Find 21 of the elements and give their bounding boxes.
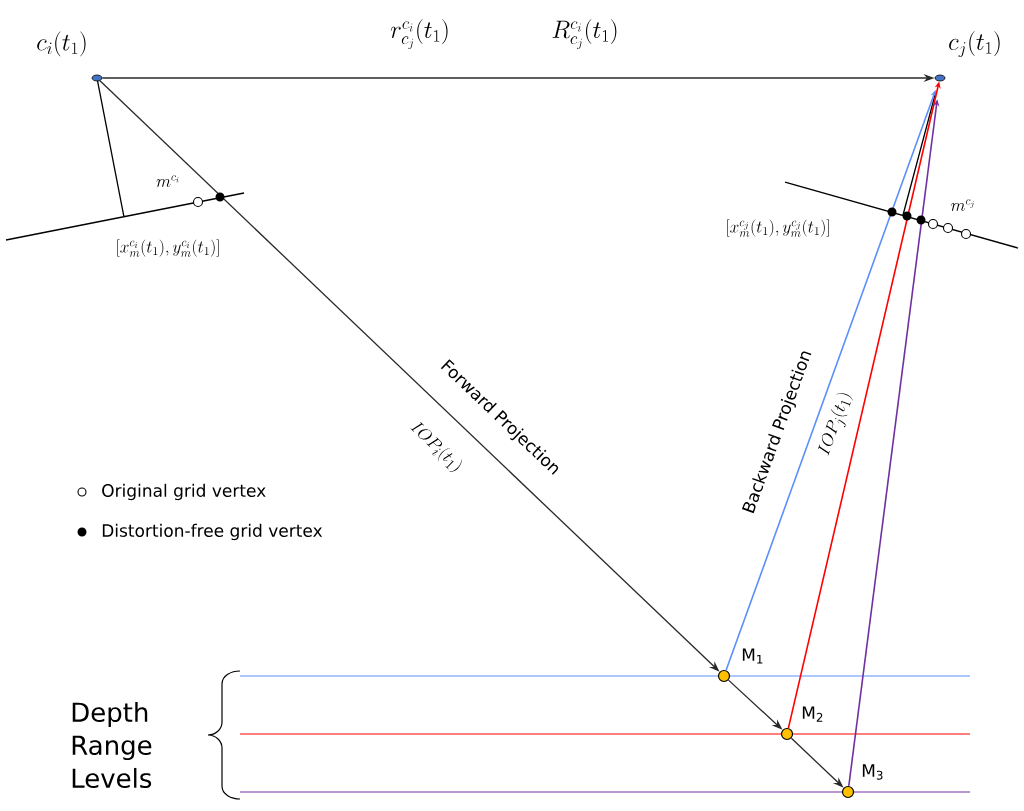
point-marker	[841, 785, 855, 799]
camera-point	[91, 74, 103, 82]
math-label: $m^{c_j}$	[951, 199, 974, 211]
math-label: $r^{c_i}_{c_j}(t_1)$	[390, 19, 448, 49]
math-label: $R^{c_i}_{c_j}(t_1)$	[552, 19, 617, 49]
axis-title: Depth Range Levels	[72, 701, 152, 789]
point-label: M$_{1}$	[742, 648, 763, 664]
math-label: $m^{c_i}$	[156, 175, 179, 187]
legend-text: Original grid vertex	[102, 483, 266, 501]
point-label: $c_j(t_1)$	[949, 31, 1000, 58]
point-label: $c_i(t_1)$	[37, 31, 86, 57]
point-label: M$_{3}$	[862, 764, 883, 780]
math-label: $[x^{c_j}_m(t_1),y^{c_j}_m(t_1)]$	[727, 219, 829, 237]
point-marker	[780, 727, 794, 741]
math-label: $[x^{c_i}_m(t_1),y^{c_i}_m(t_1)]$	[117, 239, 219, 257]
camera-point	[934, 74, 946, 82]
point-label: M$_{2}$	[802, 706, 823, 722]
math-label: $IOP_i(t_1)$	[410, 421, 462, 472]
point-marker	[717, 669, 731, 683]
legend-text: Distortion-free grid vertex	[102, 523, 323, 541]
math-label: $IOP_j(t_1)$	[818, 393, 853, 456]
